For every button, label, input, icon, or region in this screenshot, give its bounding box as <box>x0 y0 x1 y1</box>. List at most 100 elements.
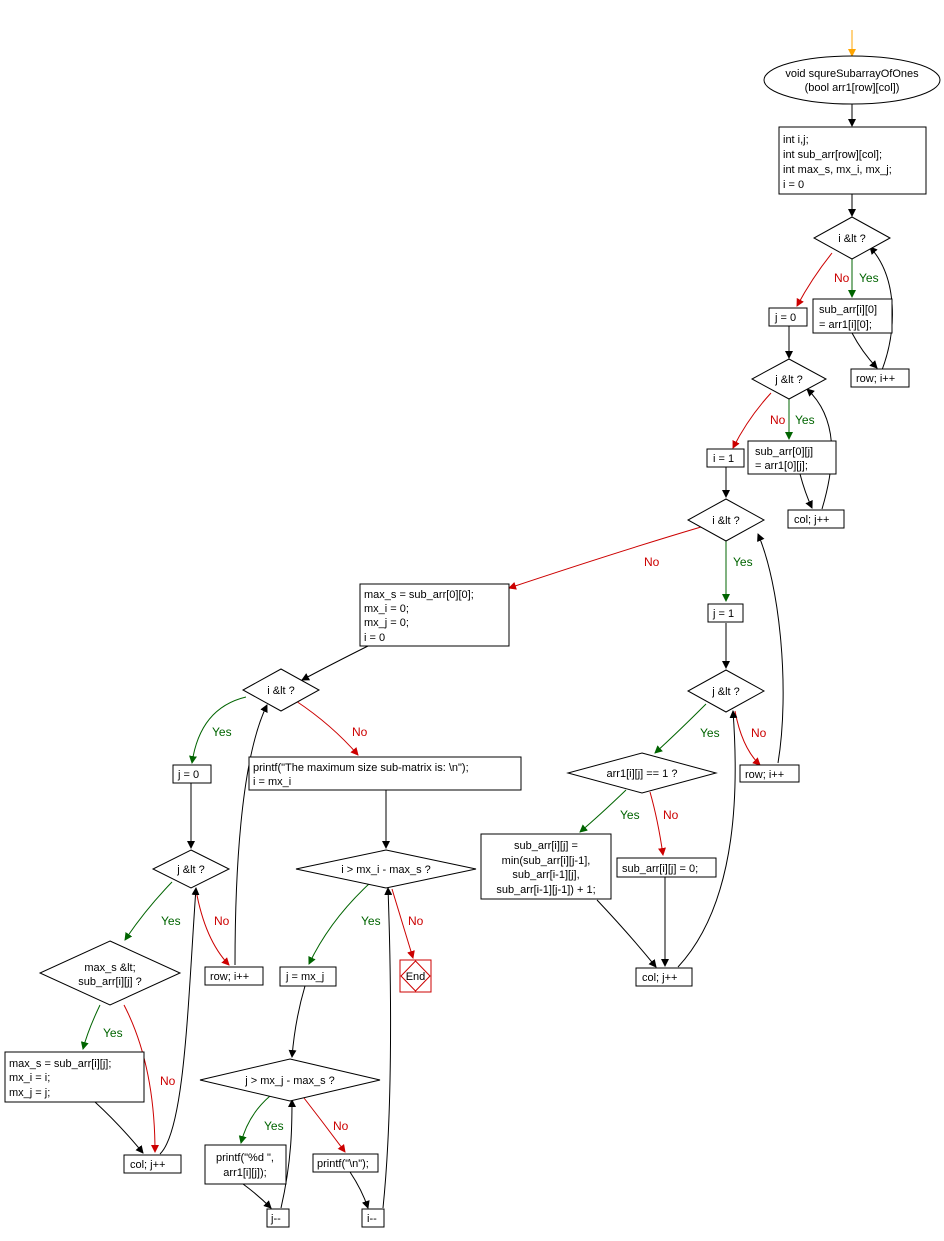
label-d10-no: No <box>333 1119 349 1133</box>
decision-d3: i &lt ? <box>686 498 766 542</box>
node-j-dec: j-- <box>266 1208 290 1228</box>
label-d1-no: No <box>834 271 850 285</box>
decision-d5: arr1[i][j] == 1 ? <box>566 752 718 794</box>
svg-text:i = 0: i = 0 <box>364 632 385 644</box>
edge-sub-i0-rowinc <box>851 332 878 369</box>
node-i-dec: i-- <box>361 1208 385 1228</box>
label-d2-yes: Yes <box>795 413 815 427</box>
label-d1-yes: Yes <box>859 271 879 285</box>
edge-labels: Yes No Yes No Yes No Yes No Yes No Yes N… <box>103 271 879 1133</box>
label-d4-yes: Yes <box>700 726 720 740</box>
start-line-2: (bool arr1[row][col]) <box>805 82 900 94</box>
edge-sub-0j-colinc <box>799 473 813 509</box>
edge-jmxj-d10 <box>288 985 306 1058</box>
label-d5-no: No <box>663 808 679 822</box>
decision-d10: j > mx_j - max_s ? <box>199 1058 381 1102</box>
svg-text:j = 1: j = 1 <box>712 608 734 620</box>
svg-text:max_s = sub_arr[i][j];: max_s = sub_arr[i][j]; <box>9 1058 111 1070</box>
svg-text:sub_arr[i][j] ?: sub_arr[i][j] ? <box>78 976 142 988</box>
svg-text:max_s = sub_arr[0][0];: max_s = sub_arr[0][0]; <box>364 589 474 601</box>
node-j0: j = 0 <box>768 307 808 327</box>
edge-d8-no <box>123 1004 159 1153</box>
label-d3-yes: Yes <box>733 555 753 569</box>
label-d8-yes: Yes <box>103 1026 123 1040</box>
edge-d3-no <box>508 526 702 590</box>
decision-d2: j &lt ? <box>750 358 828 400</box>
svg-text:mx_i = i;: mx_i = i; <box>9 1072 50 1084</box>
svg-text:i > mx_i - max_s ?: i > mx_i - max_s ? <box>341 864 431 876</box>
decision-d7: j &lt ? <box>151 849 231 889</box>
edge-maxinit-d6 <box>301 645 369 681</box>
start-line-1: void squreSubarrayOfOnes <box>785 68 919 80</box>
edge-d7-no <box>195 889 230 966</box>
svg-text:printf("\n");: printf("\n"); <box>317 1158 369 1170</box>
init-line-3: int max_s, mx_i, mx_j; <box>783 164 892 176</box>
label-d7-no: No <box>214 914 230 928</box>
edge-rowinc3-d6-back <box>234 704 268 966</box>
edge-printfd-jdec <box>242 1183 272 1209</box>
end-text: End <box>406 971 426 983</box>
svg-text:sub_arr[i-1][j],: sub_arr[i-1][j], <box>512 869 579 881</box>
edge-min-colinc2 <box>596 899 657 968</box>
edge-colinc3-d7-back <box>159 887 200 1155</box>
label-d5-yes: Yes <box>620 808 640 822</box>
edge-idec-d9-back <box>382 887 393 1209</box>
edge-rowinc2-d3-back <box>757 533 784 764</box>
edge-d9-no <box>391 888 415 959</box>
svg-text:row; i++: row; i++ <box>210 971 249 983</box>
init-node: int i,j; int sub_arr[row][col]; int max_… <box>778 126 927 195</box>
edge-d8-yes <box>80 1004 101 1050</box>
decision-d4: j &lt ? <box>686 669 766 713</box>
svg-text:arr1[i][j]);: arr1[i][j]); <box>223 1167 266 1179</box>
decision-d1: i &lt ? <box>812 216 892 260</box>
svg-text:arr1[i][j] == 1 ?: arr1[i][j] == 1 ? <box>607 768 678 780</box>
label-d9-no: No <box>408 914 424 928</box>
svg-text:i &lt ?: i &lt ? <box>712 515 740 527</box>
svg-text:sub_arr[i][0]: sub_arr[i][0] <box>819 304 877 316</box>
decision-d9: i > mx_i - max_s ? <box>295 849 477 889</box>
node-min: sub_arr[i][j] = min(sub_arr[i][j-1], sub… <box>480 833 612 900</box>
node-j-mxj: j = mx_j <box>279 966 337 987</box>
init-line-1: int i,j; <box>783 134 809 146</box>
edge-d6-no <box>295 700 359 756</box>
svg-text:= arr1[i][0];: = arr1[i][0]; <box>819 319 872 331</box>
label-d3-no: No <box>644 555 660 569</box>
edge-d9-yes <box>308 882 371 965</box>
edge-d2-no <box>732 392 772 449</box>
label-d8-no: No <box>160 1074 176 1088</box>
init-line-2: int sub_arr[row][col]; <box>783 149 882 161</box>
edge-d6-yes <box>189 696 247 764</box>
node-printf-nl: printf("\n"); <box>312 1153 379 1173</box>
svg-text:mx_j = j;: mx_j = j; <box>9 1087 50 1099</box>
svg-text:j &lt ?: j &lt ? <box>774 374 803 386</box>
svg-text:i--: i-- <box>367 1213 377 1225</box>
node-i1: i = 1 <box>706 448 745 468</box>
node-row-inc-2: row; i++ <box>739 764 800 783</box>
edge-d5-no <box>649 791 666 856</box>
decision-d8: max_s &lt; sub_arr[i][j] ? <box>38 940 182 1006</box>
svg-text:j = 0: j = 0 <box>774 312 796 324</box>
edge-colinc2-d4-back <box>677 710 738 968</box>
edge-d10-no <box>303 1097 346 1153</box>
node-sub-i0: sub_arr[i][0] = arr1[i][0]; <box>812 298 893 334</box>
label-d10-yes: Yes <box>264 1119 284 1133</box>
d1-text: i &lt ? <box>838 233 866 245</box>
edge-d10-yes <box>238 1095 271 1144</box>
node-printf-head: printf("The maximum size sub-matrix is: … <box>248 756 522 791</box>
node-j1: j = 1 <box>707 603 744 623</box>
svg-text:printf("%d ",: printf("%d ", <box>216 1152 274 1164</box>
svg-text:row; i++: row; i++ <box>856 373 895 385</box>
svg-text:col; j++: col; j++ <box>642 972 677 984</box>
svg-text:mx_j = 0;: mx_j = 0; <box>364 617 409 629</box>
node-printf-d: printf("%d ", arr1[i][j]); <box>204 1144 287 1185</box>
svg-text:j = mx_j: j = mx_j <box>285 971 324 983</box>
svg-text:j > mx_j - max_s ?: j > mx_j - max_s ? <box>244 1075 335 1087</box>
label-d9-yes: Yes <box>361 914 381 928</box>
edge-d5-yes <box>579 789 627 833</box>
svg-text:col; j++: col; j++ <box>794 514 829 526</box>
node-row-inc-3: row; i++ <box>204 966 264 986</box>
svg-text:= arr1[0][j];: = arr1[0][j]; <box>755 460 808 472</box>
svg-text:sub_arr[i][j] =: sub_arr[i][j] = <box>514 840 578 852</box>
node-max-set: max_s = sub_arr[i][j]; mx_i = i; mx_j = … <box>4 1051 145 1103</box>
